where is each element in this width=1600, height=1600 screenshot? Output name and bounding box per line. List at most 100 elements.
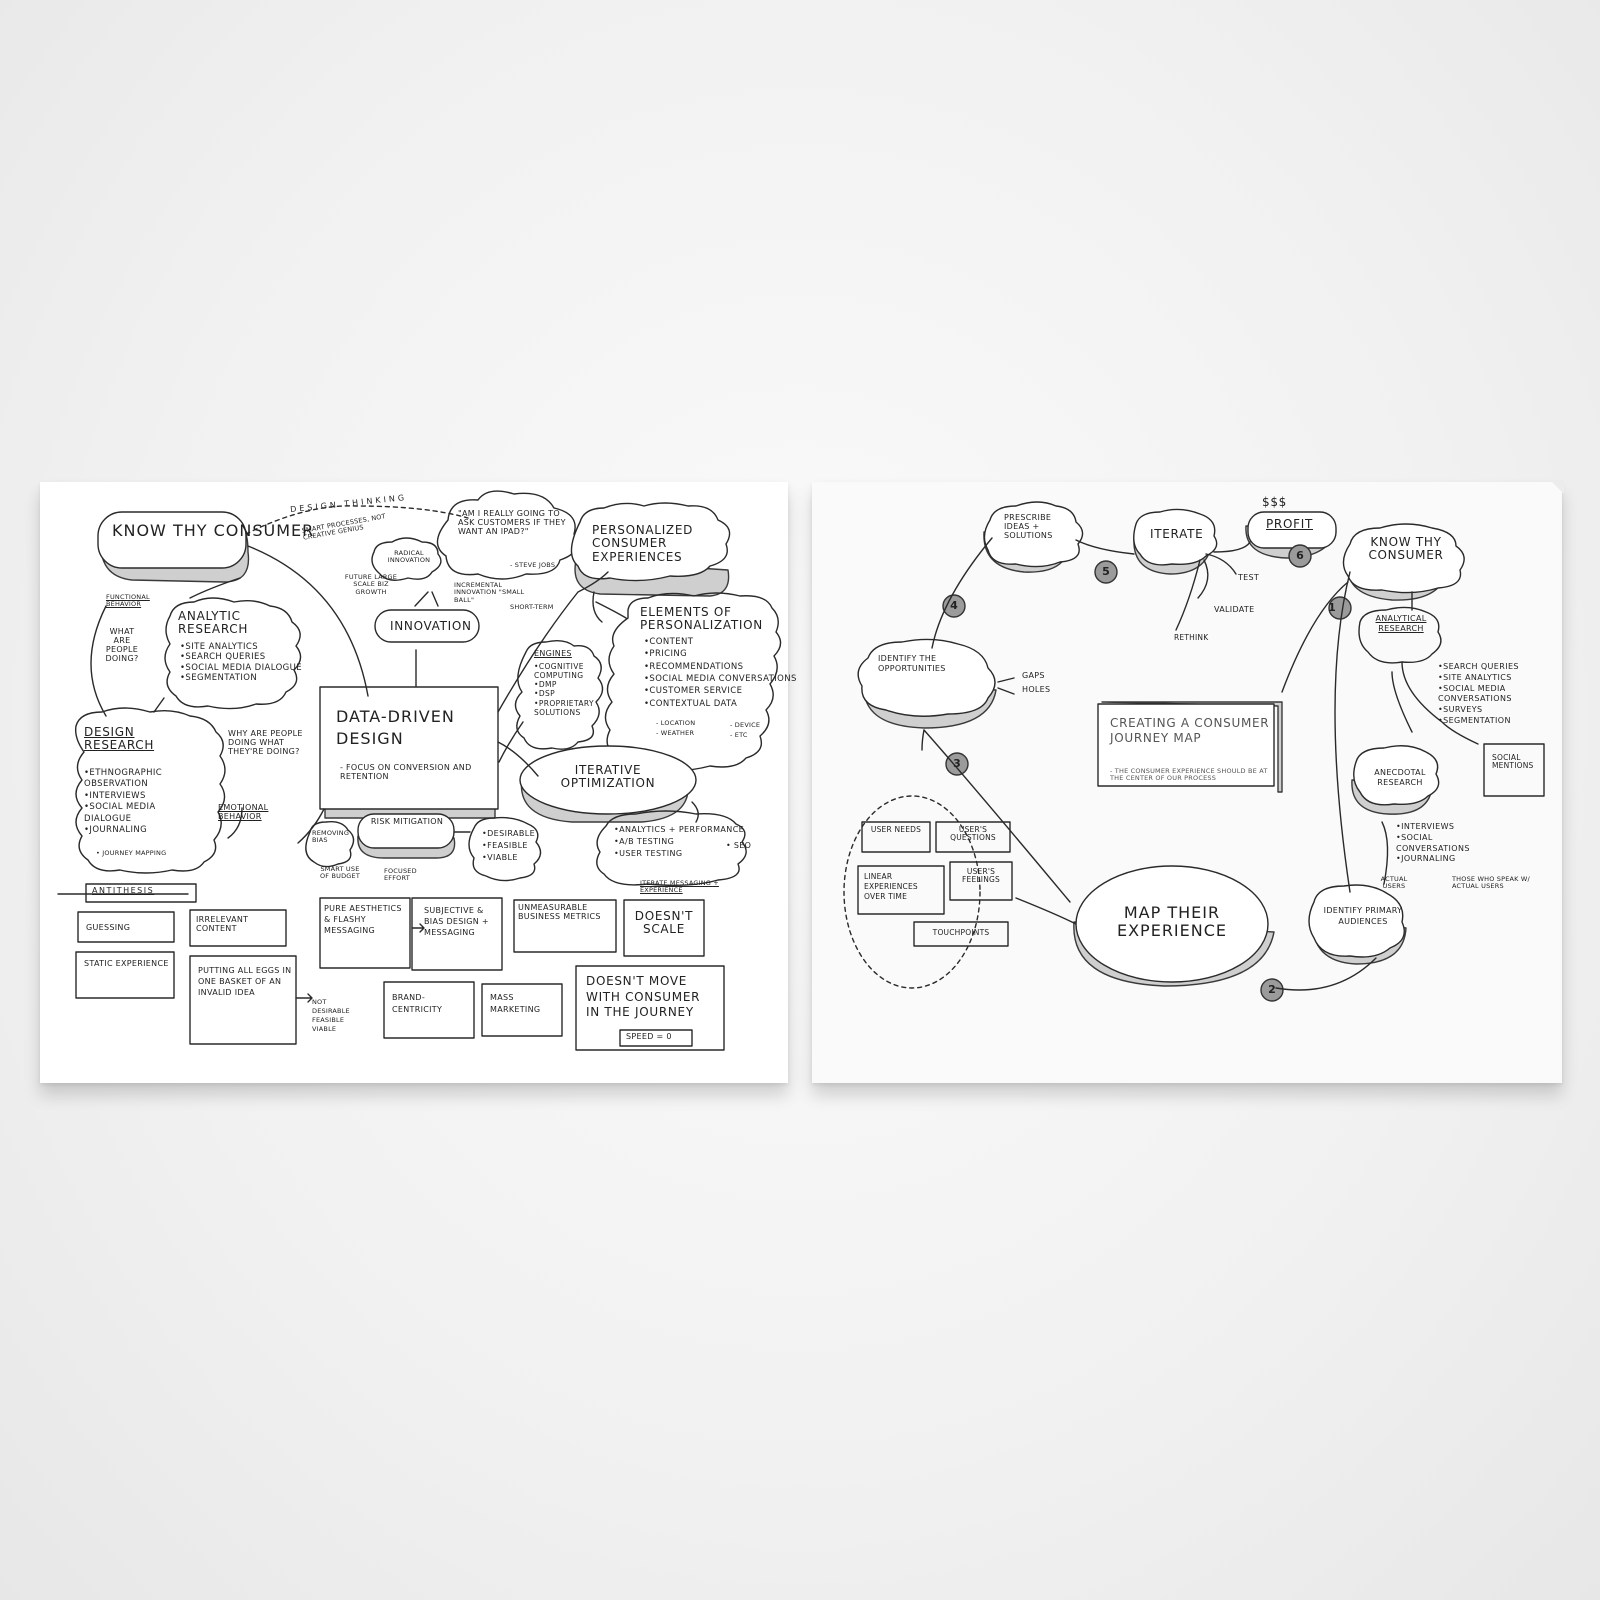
dfv-item: Feasible (482, 840, 535, 852)
social-mentions-label: Social mentions (1492, 753, 1534, 771)
map-experience-label: Map their experience (1116, 903, 1228, 940)
iterate-cloud (1133, 508, 1218, 566)
linear-experiences-label: Linear experiences over time (864, 872, 918, 902)
left-sketch-sheet: Know thy consumer Design thinking Smart … (40, 482, 796, 1083)
analytics-item: A/B testing (614, 836, 744, 848)
dfv-item: Desirable (482, 828, 535, 840)
step-badge (1328, 596, 1352, 620)
design-research-item: Journaling (84, 825, 204, 836)
antithesis-label: Antithesis (92, 886, 155, 895)
irrelevant-label: Irrelevant content (196, 915, 249, 933)
engines-item: Proprietary solutions (534, 699, 598, 717)
engines-item: Cognitive computing (534, 662, 598, 680)
engines-item: DMP (534, 680, 598, 689)
user-needs-label: User needs (870, 825, 922, 834)
creating-map-box (1097, 703, 1275, 787)
those-who-speak-label: Those who speak w/ actual users (1452, 875, 1530, 891)
quote-author: - Steve Jobs (510, 561, 556, 569)
design-research-item: Social media dialogue (84, 802, 204, 825)
engines-cloud (514, 639, 604, 750)
identify-primary-cloud (1308, 884, 1405, 958)
iterate-label: Iterate (1150, 527, 1204, 541)
engines-item: DSP (534, 689, 598, 698)
analytics-item: User testing (614, 848, 744, 860)
elements-item: Social media conversations (644, 673, 797, 685)
innovation-bubble (374, 609, 480, 643)
smart-budget-label: Smart use of budget (319, 865, 361, 881)
dfv-item: Viable (482, 852, 535, 864)
design-research-cloud (74, 707, 226, 874)
elements-cloud (604, 592, 782, 772)
analytic-research-list: Site analytics Search queries Social med… (180, 642, 301, 683)
analytical-item: Segmentation (1438, 716, 1548, 727)
risk-mitigation-label: Risk mitigation (370, 817, 444, 826)
step-badge (1260, 978, 1284, 1002)
personalized-label: Personalized consumer experiences (592, 523, 694, 564)
analytic-item: Segmentation (180, 673, 298, 683)
analytical-list: Search queries Site analytics Social med… (1438, 662, 1548, 727)
journey-mapping-label: • Journey mapping (96, 849, 167, 857)
analytics-item: Analytics + performance (614, 824, 744, 836)
step-badge (1288, 544, 1312, 568)
elements-item: Recommendations (644, 661, 797, 673)
brand-centricity-label: Brand-centricity (392, 993, 443, 1014)
analytical-item: Social media conversations (1438, 684, 1548, 706)
touchpoints-label: Touchpoints (932, 928, 990, 937)
data-driven-title: Data-driven design (336, 707, 455, 749)
gaps-label: Gaps (1022, 671, 1045, 680)
rethink-label: Rethink (1174, 633, 1209, 642)
short-term-label: short-term (510, 603, 554, 611)
putting-eggs-label: Putting all eggs in one basket of an inv… (198, 966, 292, 997)
step-number: 1 (1328, 601, 1336, 614)
unmeasurable-label: Unmeasurable business metrics (518, 903, 601, 921)
ctx-etc: - Etc (730, 731, 748, 739)
doesnt-scale-label: Doesn't scale (634, 909, 694, 937)
speed-label: Speed = 0 (626, 1032, 672, 1041)
users-feelings-box (949, 861, 1013, 901)
box-static (75, 951, 175, 999)
anecdotal-research-cloud (1353, 745, 1440, 806)
anecdotal-item: Journaling (1396, 854, 1496, 865)
step-badge (1094, 560, 1118, 584)
mass-marketing-label: Mass marketing (490, 993, 541, 1014)
not-dfv-label: Not desirable feasible viable (312, 998, 350, 1034)
emotional-behavior-label: Emotional behavior (218, 803, 269, 821)
know-consumer-title: Know thy consumer (112, 521, 315, 540)
touchpoint-cluster (843, 795, 981, 989)
sheet-corner-fold (1550, 480, 1564, 494)
why-people-label: Why are people doing what they're doing? (228, 729, 303, 756)
radical-innovation-label: Radical innovation (387, 549, 431, 565)
ctx-device: - Device (730, 721, 761, 729)
elements-item: Content (644, 636, 797, 648)
step-number: 5 (1102, 565, 1110, 578)
analytic-research-title: Analytic research (178, 609, 249, 637)
ctx-weather: - Weather (656, 729, 695, 737)
quote-text: "Am I really going to ask customers if t… (458, 509, 566, 536)
step-number: 6 (1296, 549, 1304, 562)
step-number: 3 (953, 757, 961, 770)
box-speed (619, 1029, 693, 1047)
guessing-label: Guessing (86, 923, 131, 932)
right-sheet-drawing (843, 501, 1545, 1002)
left-sheet-drawing (57, 490, 782, 1051)
analytical-item: Site analytics (1438, 673, 1548, 684)
elements-item: Customer service (644, 685, 797, 697)
elements-list: Content Pricing Recommendations Social m… (644, 636, 797, 710)
subjective-label: Subjective & bias design + messaging (424, 906, 489, 937)
iterative-optimization-bubble (519, 745, 697, 815)
box-putting-eggs (189, 955, 297, 1045)
engines-title: Engines (534, 649, 572, 658)
actual-users-label: Actual users (1380, 875, 1408, 891)
linear-experiences-box (857, 865, 945, 915)
analytical-item: Search queries (1438, 662, 1548, 673)
analytics-cloud (596, 810, 747, 887)
identify-opportunities-label: Identify the opportunities (878, 654, 946, 674)
design-research-item: Ethnographic observation (84, 768, 204, 791)
right-sketch-sheet: Prescribe ideas + solutions Iterate $$$ … (812, 480, 1564, 1083)
creating-map-subtitle: - The consumer experience should be at t… (1110, 767, 1268, 783)
creating-map-title: Creating a consumer journey map (1110, 716, 1270, 745)
know-consumer-right-cloud (1342, 523, 1465, 594)
static-label: Static experience (84, 959, 169, 968)
box-mass-marketing (481, 983, 563, 1037)
touchpoints-box (913, 921, 1009, 947)
